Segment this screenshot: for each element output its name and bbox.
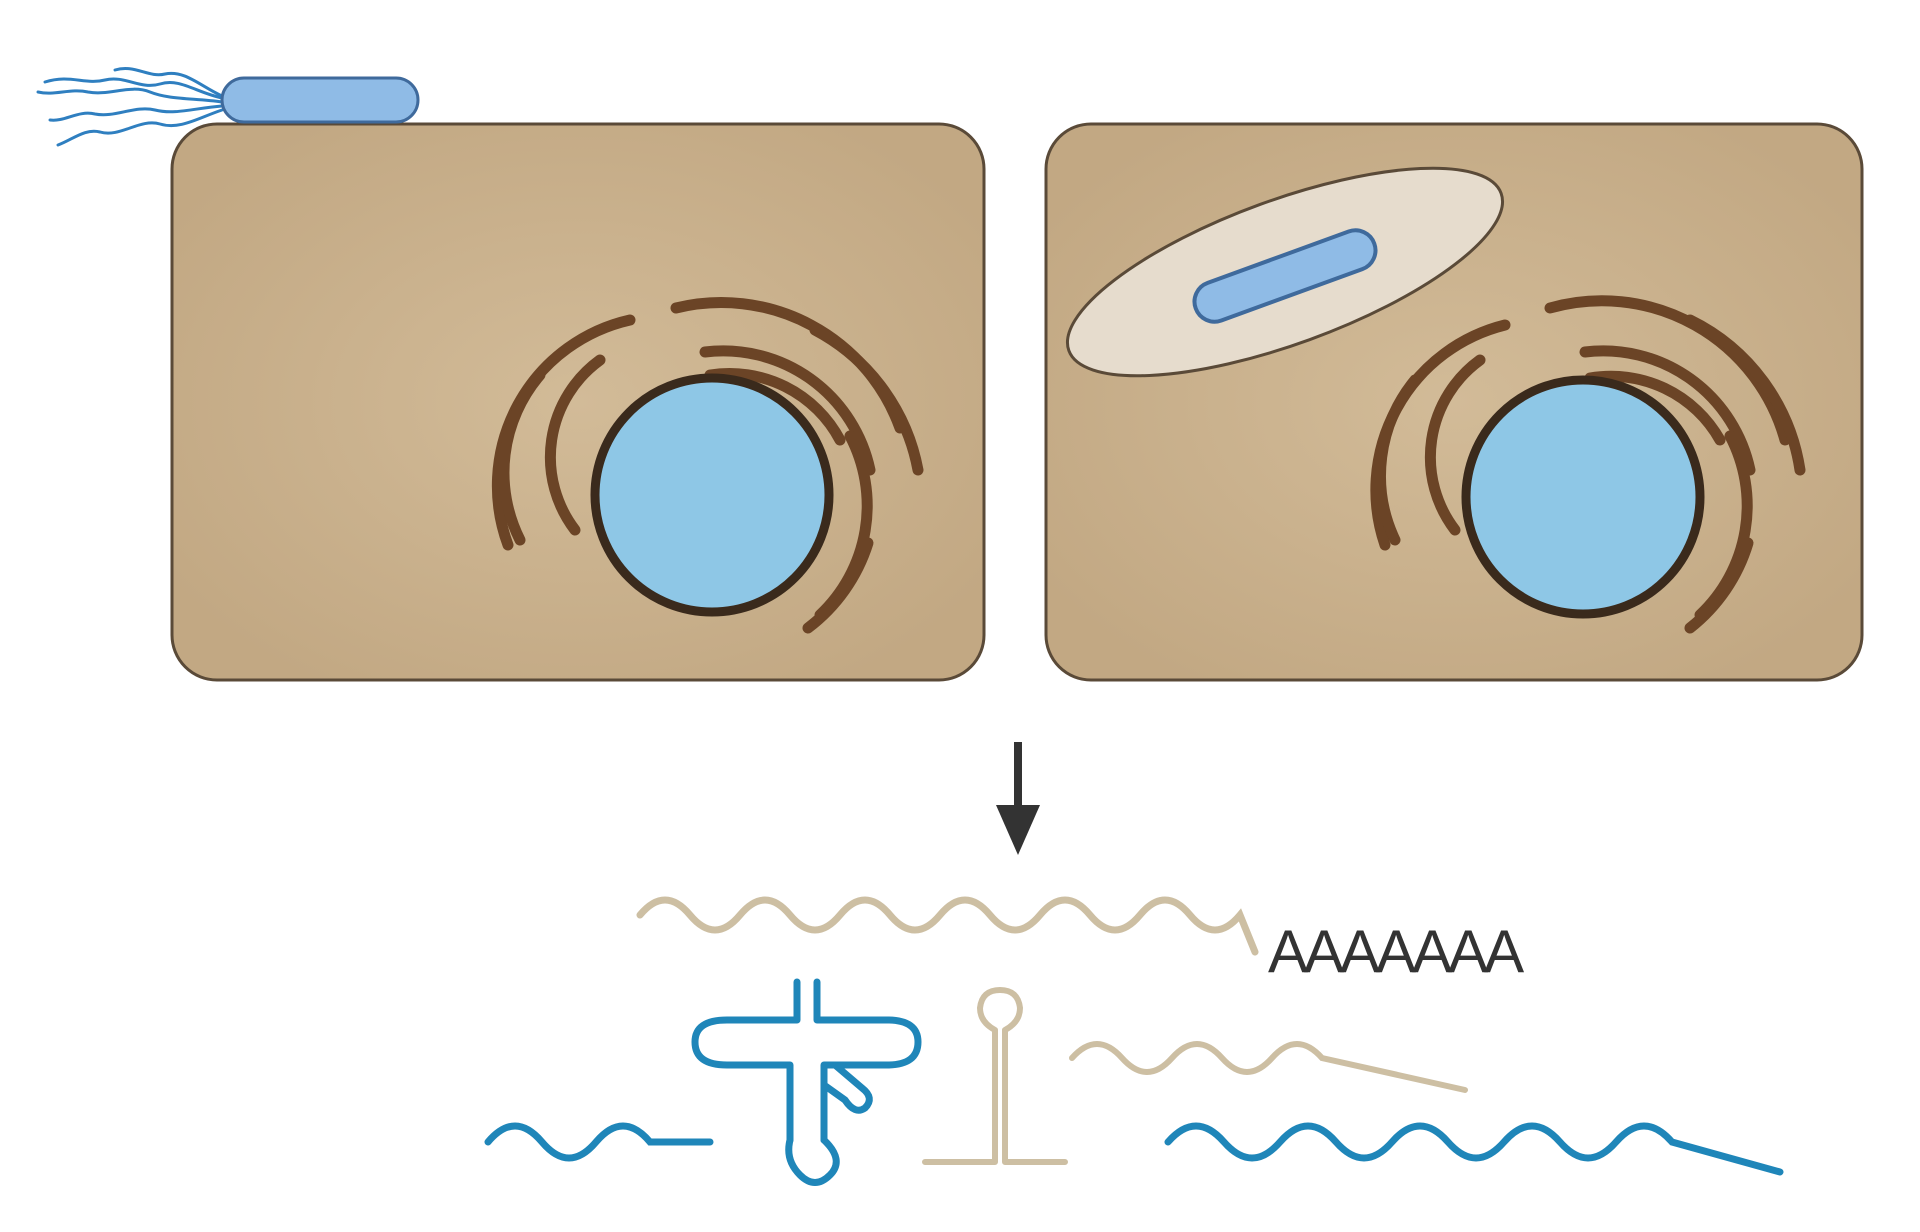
extracellular-bacterium-icon (36, 67, 420, 147)
host-short-mrna (1069, 1041, 1468, 1093)
host-cell-right (1044, 122, 1864, 682)
host-mrna-strand (636, 896, 1259, 956)
flagella (36, 67, 224, 147)
trna-icon (691, 978, 922, 1186)
nucleus (1461, 375, 1705, 619)
down-arrow-icon (996, 742, 1040, 855)
hairpin-rna-icon (922, 987, 1068, 1165)
cell-body (170, 122, 986, 682)
bacterial-mrna-left (484, 1122, 714, 1162)
nucleus (590, 373, 834, 617)
bacterial-mrna-right (1164, 1122, 1784, 1176)
host-mrna: AAAAAAA (636, 896, 1528, 985)
bacterium-body (1192, 228, 1378, 324)
endoplasmic-reticulum (1370, 295, 1806, 634)
intracellular-bacterium-icon (1065, 166, 1505, 378)
poly-a-tail-label: AAAAAAA (1268, 918, 1524, 985)
endoplasmic-reticulum (491, 297, 924, 634)
bacterium-body (220, 76, 420, 124)
host-cell-left (170, 122, 986, 682)
